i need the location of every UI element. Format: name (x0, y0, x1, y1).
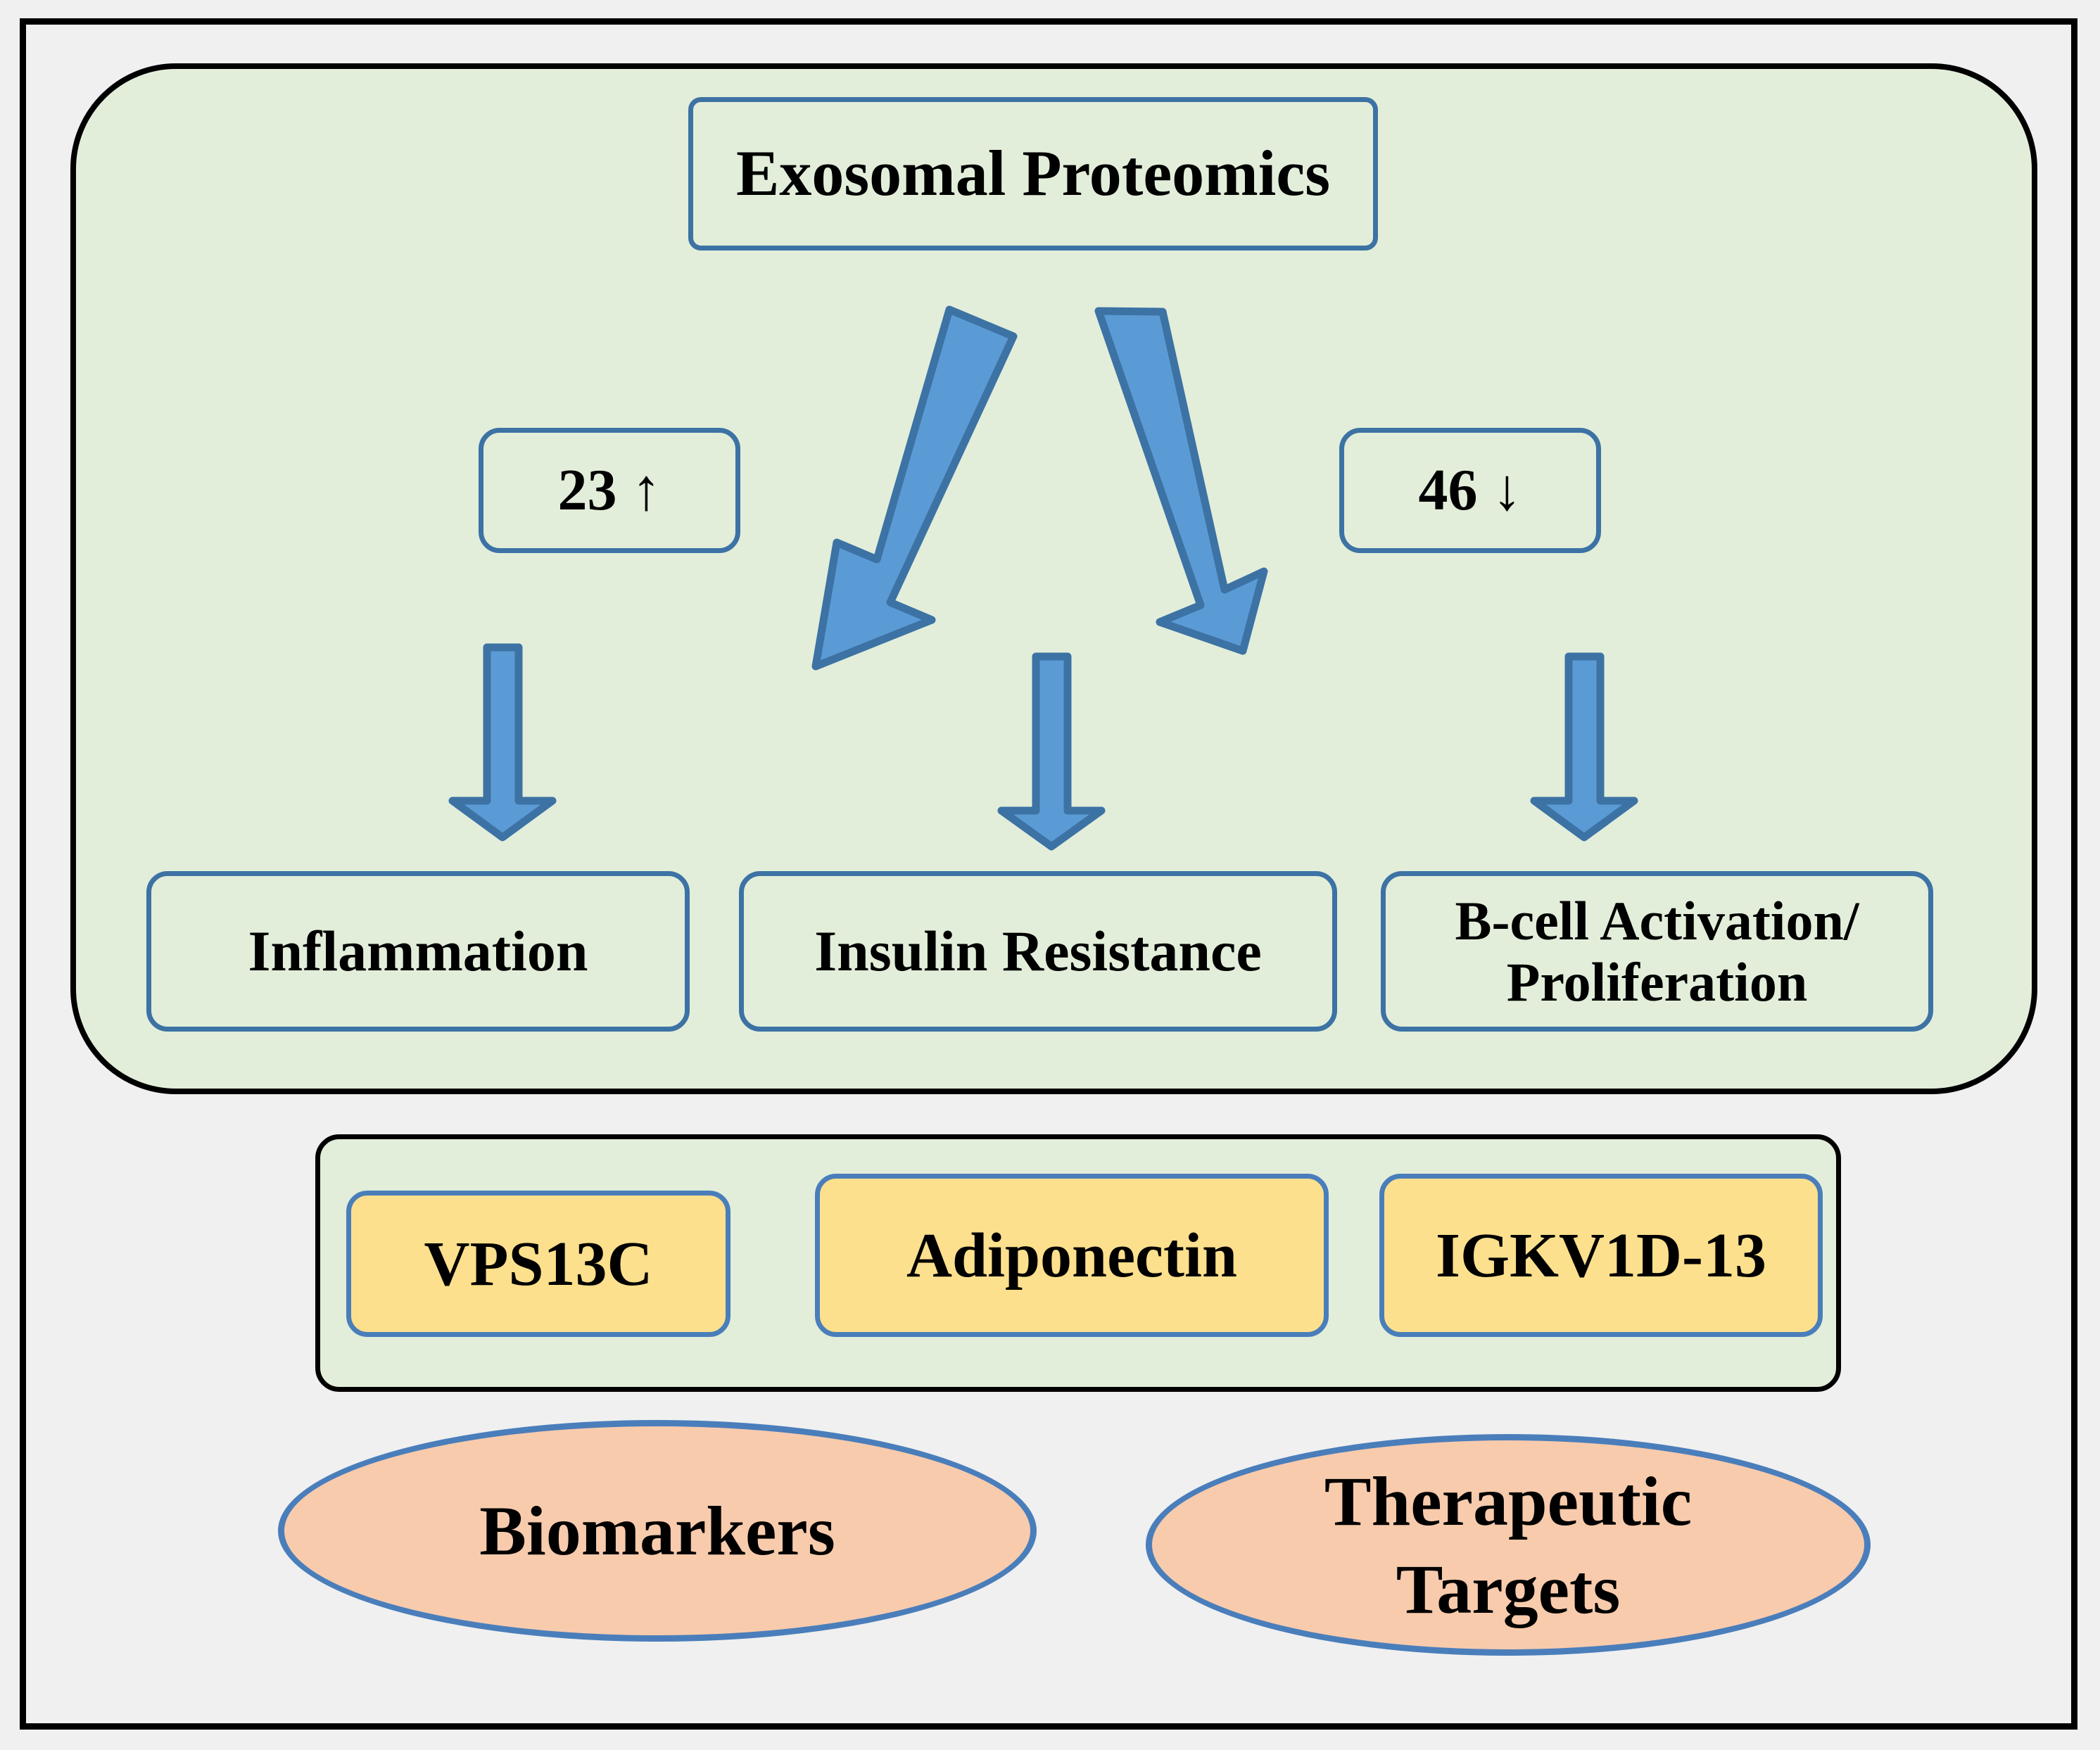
node-downregulated-count[interactable]: 46 ↓ (1339, 428, 1601, 553)
ellipse-biomarkers[interactable]: Biomarkers (278, 1420, 1037, 1642)
node-inflammation[interactable]: Inflammation (146, 871, 690, 1032)
ellipse-therapeutic-targets[interactable]: Therapeutic Targets (1146, 1434, 1871, 1656)
node-insulin-resistance[interactable]: Insulin Resistance (739, 871, 1337, 1032)
chip-vps13c[interactable]: VPS13C (346, 1191, 730, 1337)
node-exosomal-proteomics[interactable]: Exosomal Proteomics (688, 97, 1378, 251)
b-cell-line-1: B-cell Activation/ (1455, 889, 1859, 951)
b-cell-line-2: Proliferation (1506, 951, 1808, 1013)
chip-adiponectin[interactable]: Adiponectin (815, 1174, 1329, 1337)
therapeutic-targets-line-1: Therapeutic (1324, 1461, 1693, 1540)
therapeutic-targets-line-2: Targets (1396, 1549, 1621, 1628)
node-b-cell-activation[interactable]: B-cell Activation/ Proliferation (1381, 871, 1933, 1032)
node-upregulated-count[interactable]: 23 ↑ (479, 428, 740, 553)
chip-igkv1d-13[interactable]: IGKV1D-13 (1379, 1174, 1823, 1337)
